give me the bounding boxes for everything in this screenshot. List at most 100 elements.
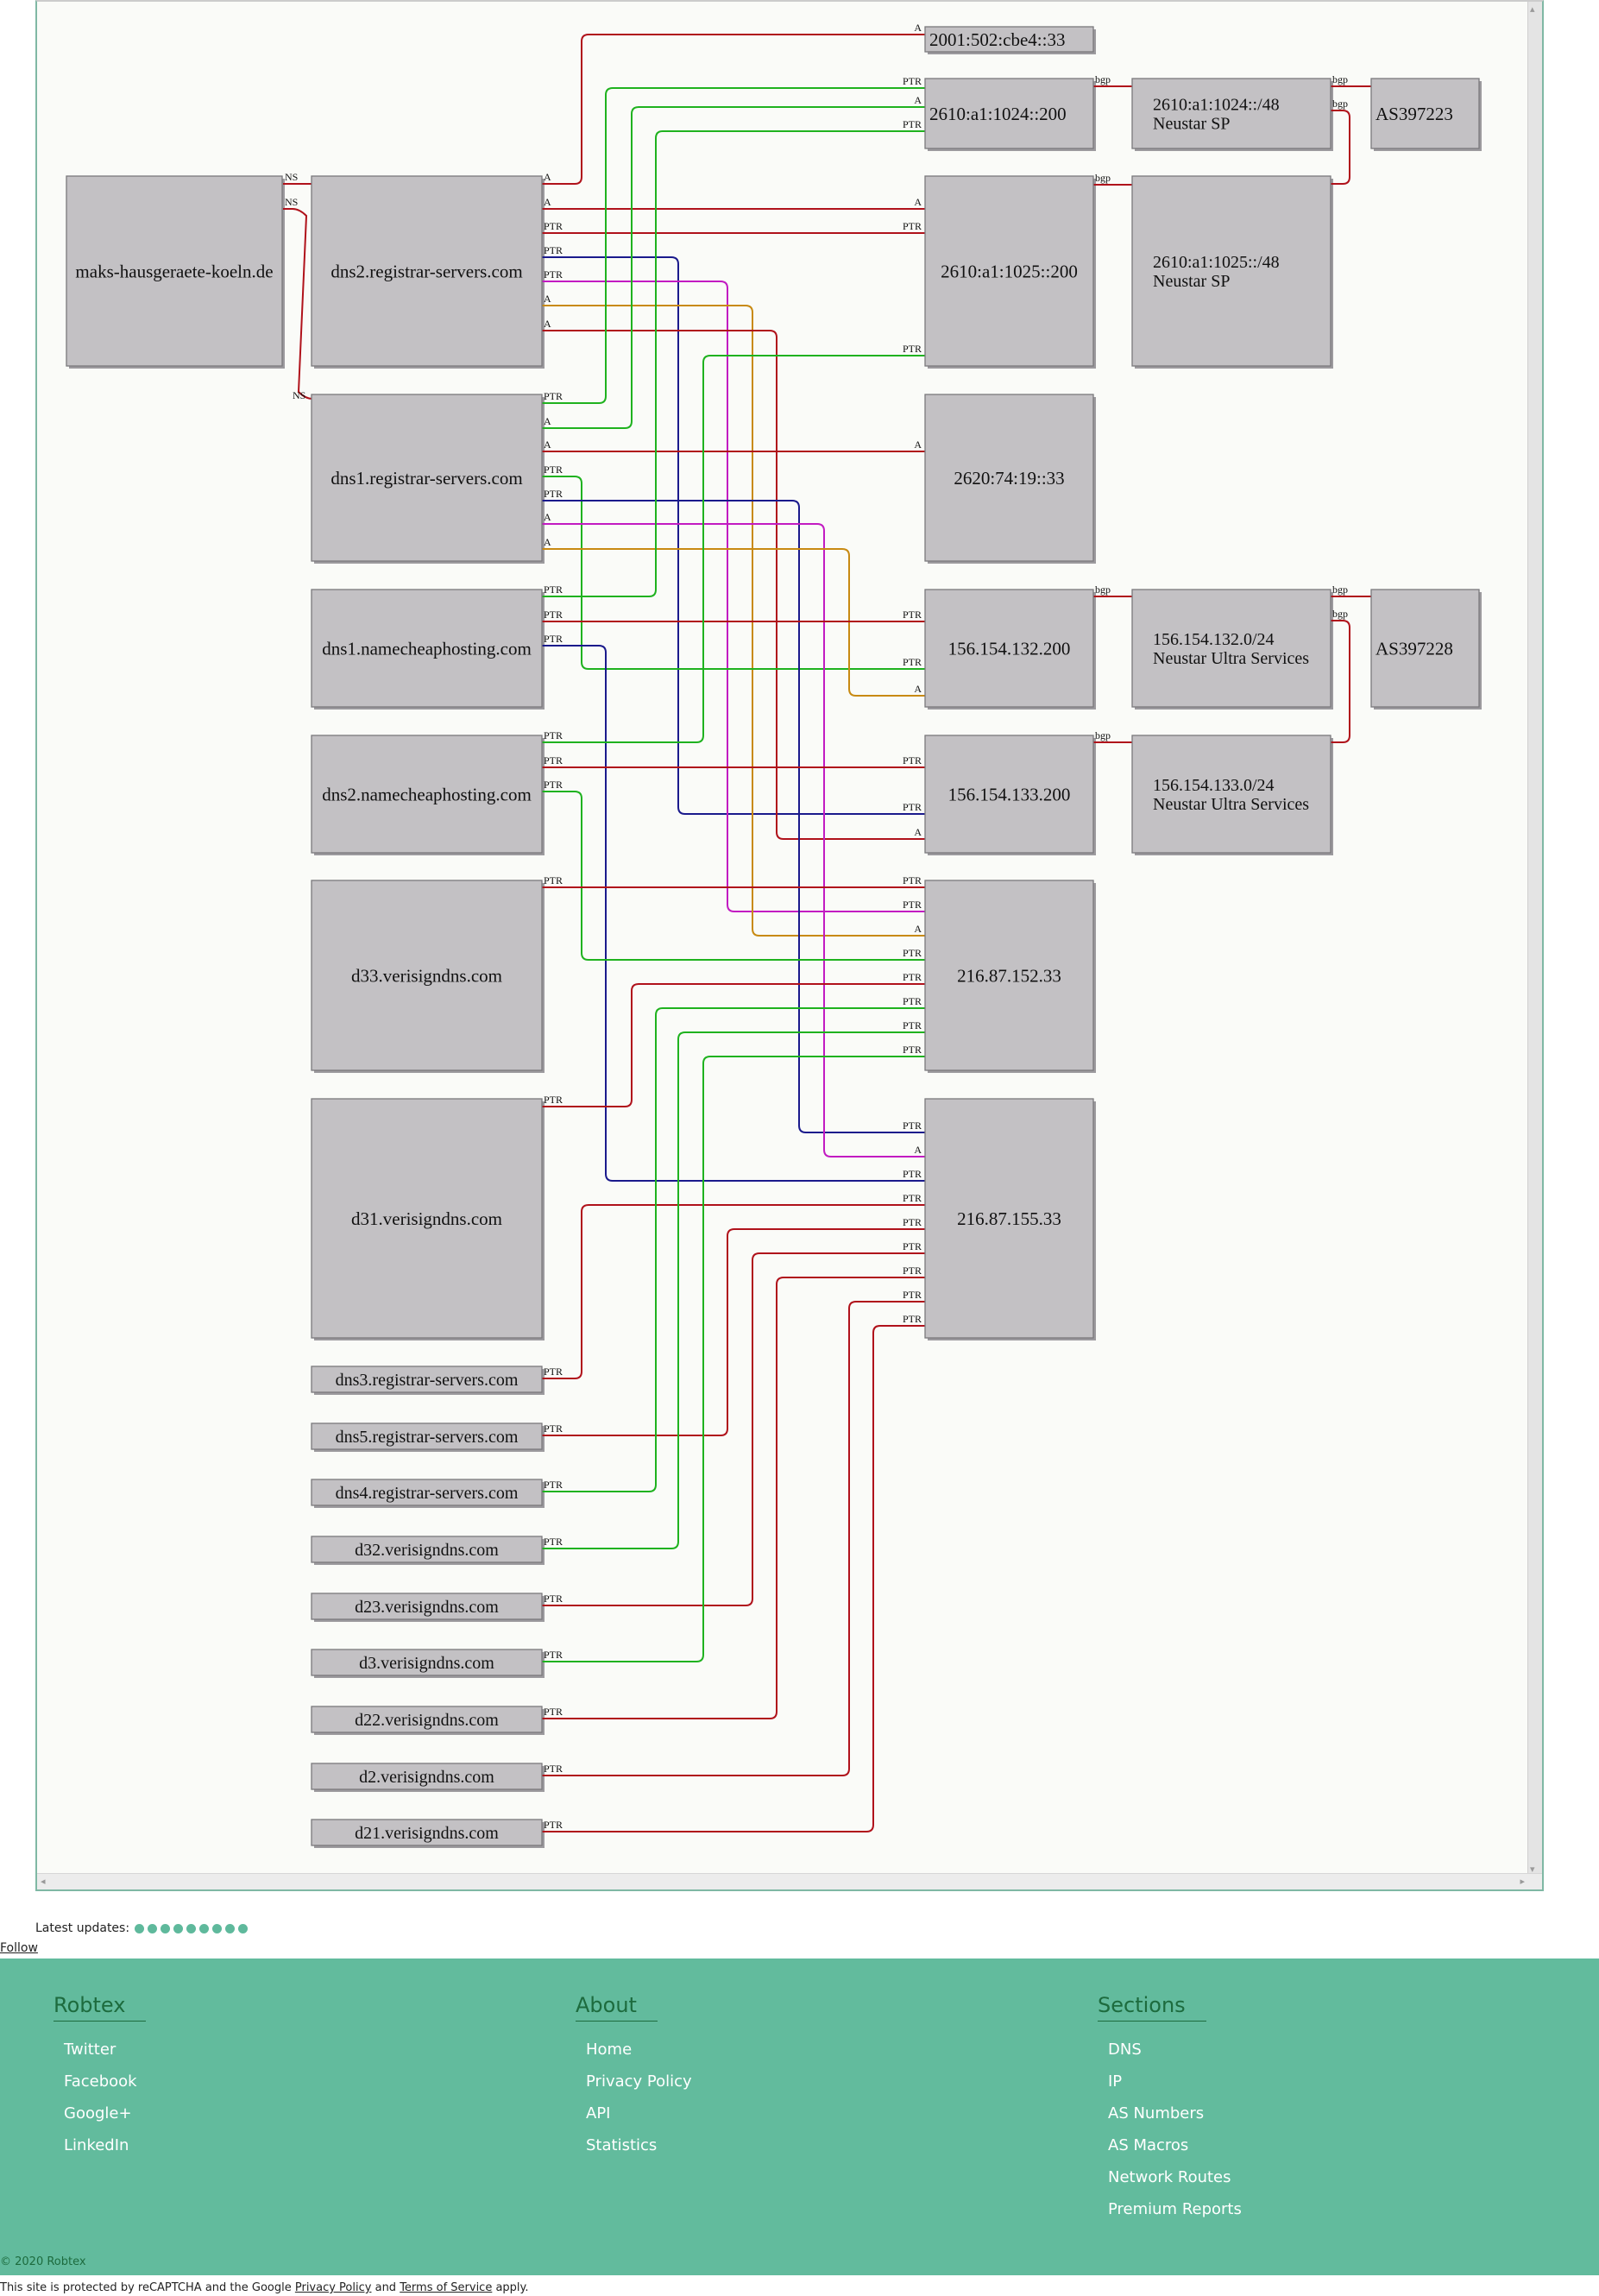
node-label-ip6b: 2610:a1:1024::200: [929, 104, 1067, 124]
node-ip6d: [924, 394, 1094, 562]
node-label-d33: d33.verisigndns.com: [351, 965, 502, 986]
node-label-ip4b: 156.154.133.200: [948, 784, 1071, 804]
footer-link-facebook[interactable]: Facebook: [64, 2072, 137, 2091]
node-label-dns4rs: dns4.registrar-servers.com: [336, 1484, 519, 1503]
edge-red: [283, 208, 313, 400]
latest-updates: Latest updates:: [35, 1921, 249, 1935]
edge-label: PTR: [544, 1536, 563, 1548]
edge-label: A: [544, 171, 551, 183]
node-d32: [311, 1536, 543, 1563]
node-net2: [1131, 175, 1331, 367]
update-dot[interactable]: [135, 1923, 145, 1933]
footer-link-as-macros[interactable]: AS Macros: [1108, 2136, 1189, 2154]
footer-col-sections: Sections DNS IP AS Numbers AS Macros Net…: [1098, 1993, 1242, 2232]
edge-label: PTR: [544, 729, 563, 741]
edge-label: PTR: [544, 488, 563, 500]
edge-label: PTR: [903, 874, 922, 886]
update-dot[interactable]: [225, 1923, 236, 1933]
node-net1: [1131, 78, 1331, 149]
edge-red: [542, 1252, 925, 1606]
update-dot[interactable]: [173, 1923, 184, 1933]
node-dns1nc: [311, 589, 543, 708]
footer-link-statistics[interactable]: Statistics: [586, 2136, 658, 2154]
footer-link-as-numbers[interactable]: AS Numbers: [1108, 2104, 1205, 2123]
node-net4: [1131, 735, 1331, 854]
update-dot[interactable]: [161, 1923, 171, 1933]
node-label-d3: d3.verisigndns.com: [359, 1654, 494, 1673]
footer-col-title: Sections: [1098, 1993, 1206, 2022]
vertical-scrollbar[interactable]: ▴ ▾: [1527, 2, 1542, 1877]
edge-red: [542, 34, 925, 185]
footer-col-about: About Home Privacy Policy API Statistics: [576, 1993, 692, 2168]
footer-link-ip[interactable]: IP: [1108, 2072, 1123, 2091]
scroll-up-arrow-icon[interactable]: ▴: [1530, 3, 1535, 15]
node-label-dns2rs: dns2.registrar-servers.com: [331, 261, 522, 281]
node-label-as1: AS397223: [1376, 104, 1453, 124]
edge-label: PTR: [544, 1593, 563, 1605]
node-dns2rs: [311, 175, 543, 367]
update-dot[interactable]: [199, 1923, 210, 1933]
node-ip6a: [924, 26, 1094, 53]
edge-red: [542, 330, 925, 840]
node-dns5rs: [311, 1422, 543, 1450]
node-dns2nc: [311, 735, 543, 854]
footer-link-twitter[interactable]: Twitter: [64, 2041, 116, 2059]
node-d33: [311, 880, 543, 1071]
node-d31: [311, 1098, 543, 1339]
edge-red: [542, 1228, 925, 1436]
edge-label: PTR: [903, 947, 922, 959]
footer-link-linkedin[interactable]: LinkedIn: [64, 2136, 129, 2154]
footer-link-privacy-policy[interactable]: Privacy Policy: [586, 2072, 692, 2091]
footer-link-dns[interactable]: DNS: [1108, 2041, 1142, 2059]
edge-label: PTR: [903, 609, 922, 621]
edge-label: PTR: [544, 390, 563, 402]
node-label-d32: d32.verisigndns.com: [355, 1541, 499, 1560]
scroll-right-arrow-icon[interactable]: ▸: [1520, 1876, 1525, 1887]
edge-label: bgp: [1095, 729, 1111, 741]
node-label-dns3rs: dns3.registrar-servers.com: [336, 1371, 519, 1390]
scroll-down-arrow-icon[interactable]: ▾: [1530, 1864, 1535, 1875]
node-label-dns1rs: dns1.registrar-servers.com: [331, 468, 522, 489]
follow-link[interactable]: Follow: [0, 1941, 38, 1955]
recaptcha-terms-link[interactable]: Terms of Service: [400, 2281, 493, 2294]
edge-red: [542, 983, 925, 1107]
edge-label: PTR: [544, 268, 563, 281]
update-dot[interactable]: [212, 1923, 223, 1933]
node-label-as2: AS397228: [1376, 638, 1453, 659]
node-d2: [311, 1763, 543, 1790]
edge-label: bgp: [1095, 172, 1111, 184]
edge-label: PTR: [544, 779, 563, 791]
recaptcha-suffix: apply.: [492, 2281, 529, 2294]
node-label-d21: d21.verisigndns.com: [355, 1824, 499, 1843]
scroll-left-arrow-icon[interactable]: ◂: [41, 1876, 46, 1887]
recaptcha-privacy-link[interactable]: Privacy Policy: [294, 2281, 372, 2294]
update-dot[interactable]: [238, 1923, 249, 1933]
edge-label: A: [544, 536, 551, 548]
node-d21: [311, 1819, 543, 1846]
edge-label: PTR: [544, 583, 563, 596]
node-label-ip4a: 156.154.132.200: [948, 638, 1071, 659]
footer-link-api[interactable]: API: [586, 2104, 611, 2123]
horizontal-scrollbar[interactable]: ◂ ▸: [37, 1873, 1542, 1889]
update-dot[interactable]: [186, 1923, 197, 1933]
footer-link-googleplus[interactable]: Google+: [64, 2104, 132, 2123]
edge-label: PTR: [903, 343, 922, 355]
edge-label: PTR: [903, 995, 922, 1007]
edge-label: PTR: [544, 754, 563, 766]
node-d22: [311, 1706, 543, 1733]
edge-green: [542, 106, 925, 429]
edge-red: [1331, 620, 1350, 743]
copyright: © 2020 Robtex: [0, 2255, 86, 2268]
graph-viewport[interactable]: maks-hausgeraete-koeln.de dns2.registrar-…: [35, 0, 1544, 1891]
node-label-domain: maks-hausgeraete-koeln.de: [75, 261, 273, 281]
edge-label: A: [914, 438, 922, 451]
edge-red: [542, 1301, 925, 1776]
footer-link-home[interactable]: Home: [586, 2041, 633, 2059]
update-dots: [135, 1923, 249, 1933]
footer-link-network-routes[interactable]: Network Routes: [1108, 2168, 1231, 2186]
update-dot[interactable]: [148, 1923, 158, 1933]
footer-link-premium-reports[interactable]: Premium Reports: [1108, 2200, 1242, 2218]
edge-label: bgp: [1332, 73, 1348, 85]
edge-label: PTR: [903, 1289, 922, 1301]
